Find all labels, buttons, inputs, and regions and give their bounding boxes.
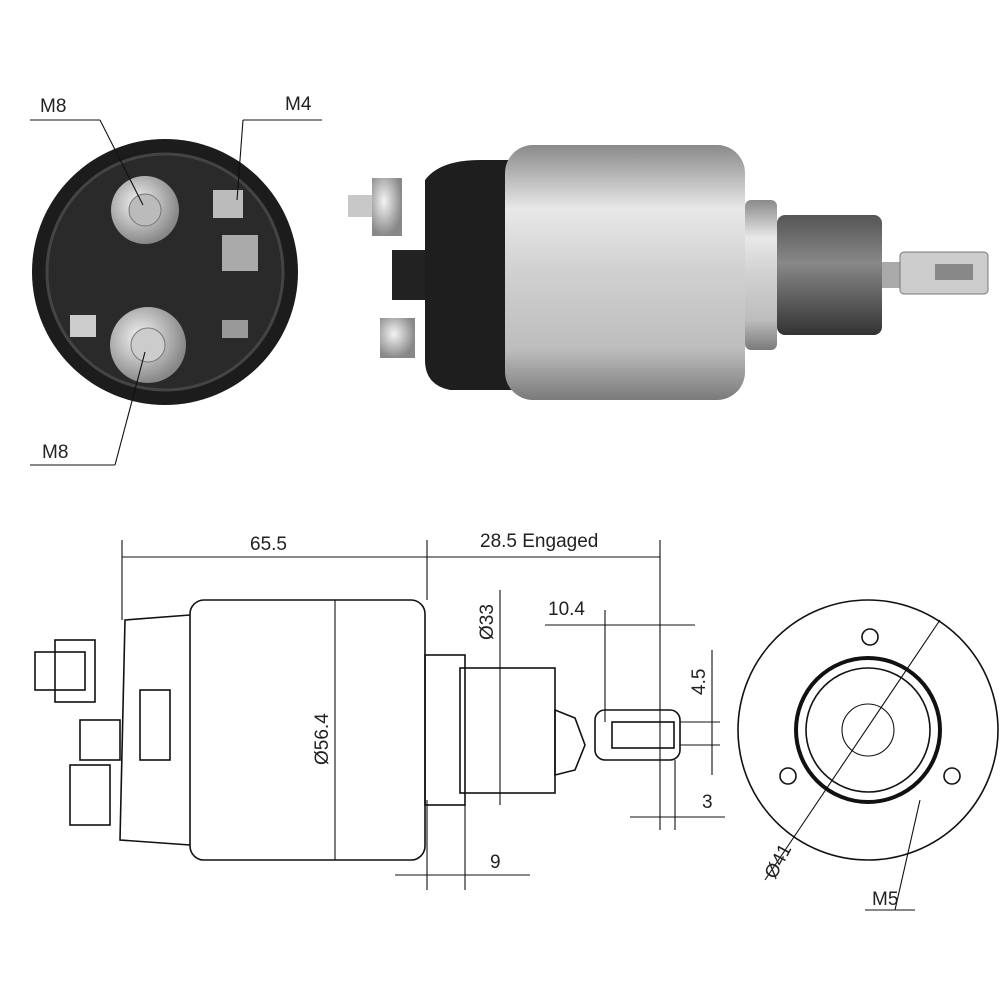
dimension-lines [121,540,725,890]
dim-body-length: 65.5 [250,534,287,555]
label-m8-bottom: M8 [42,442,68,463]
dim-engaged-stroke: 28.5 Engaged [480,531,598,552]
end-view-photo [32,139,298,405]
mount-hole-top [861,628,879,646]
side-view-photo [348,145,989,400]
label-m4: M4 [285,94,312,115]
dim-nose-diameter: Ø33 [477,604,498,640]
terminal-m8-bottom [70,307,186,383]
dim-mount-thread: M5 [872,889,898,910]
dim-tab-thickness: 3 [702,792,713,813]
side-view-drawing [34,599,681,861]
dim-tab-length: 10.4 [548,599,585,620]
mount-hole-right [943,767,961,785]
dim-flange-thickness: 9 [490,852,501,873]
label-m8-top: M8 [40,96,66,117]
dim-bolt-circle: Ø41 [761,841,796,883]
dim-slot-width: 4.5 [689,669,710,695]
mount-hole-left [779,767,797,785]
terminal-m8-top [111,176,179,244]
dim-body-diameter: Ø56.4 [312,713,333,765]
terminal-m4 [213,190,258,338]
flange-view-drawing [737,599,999,911]
